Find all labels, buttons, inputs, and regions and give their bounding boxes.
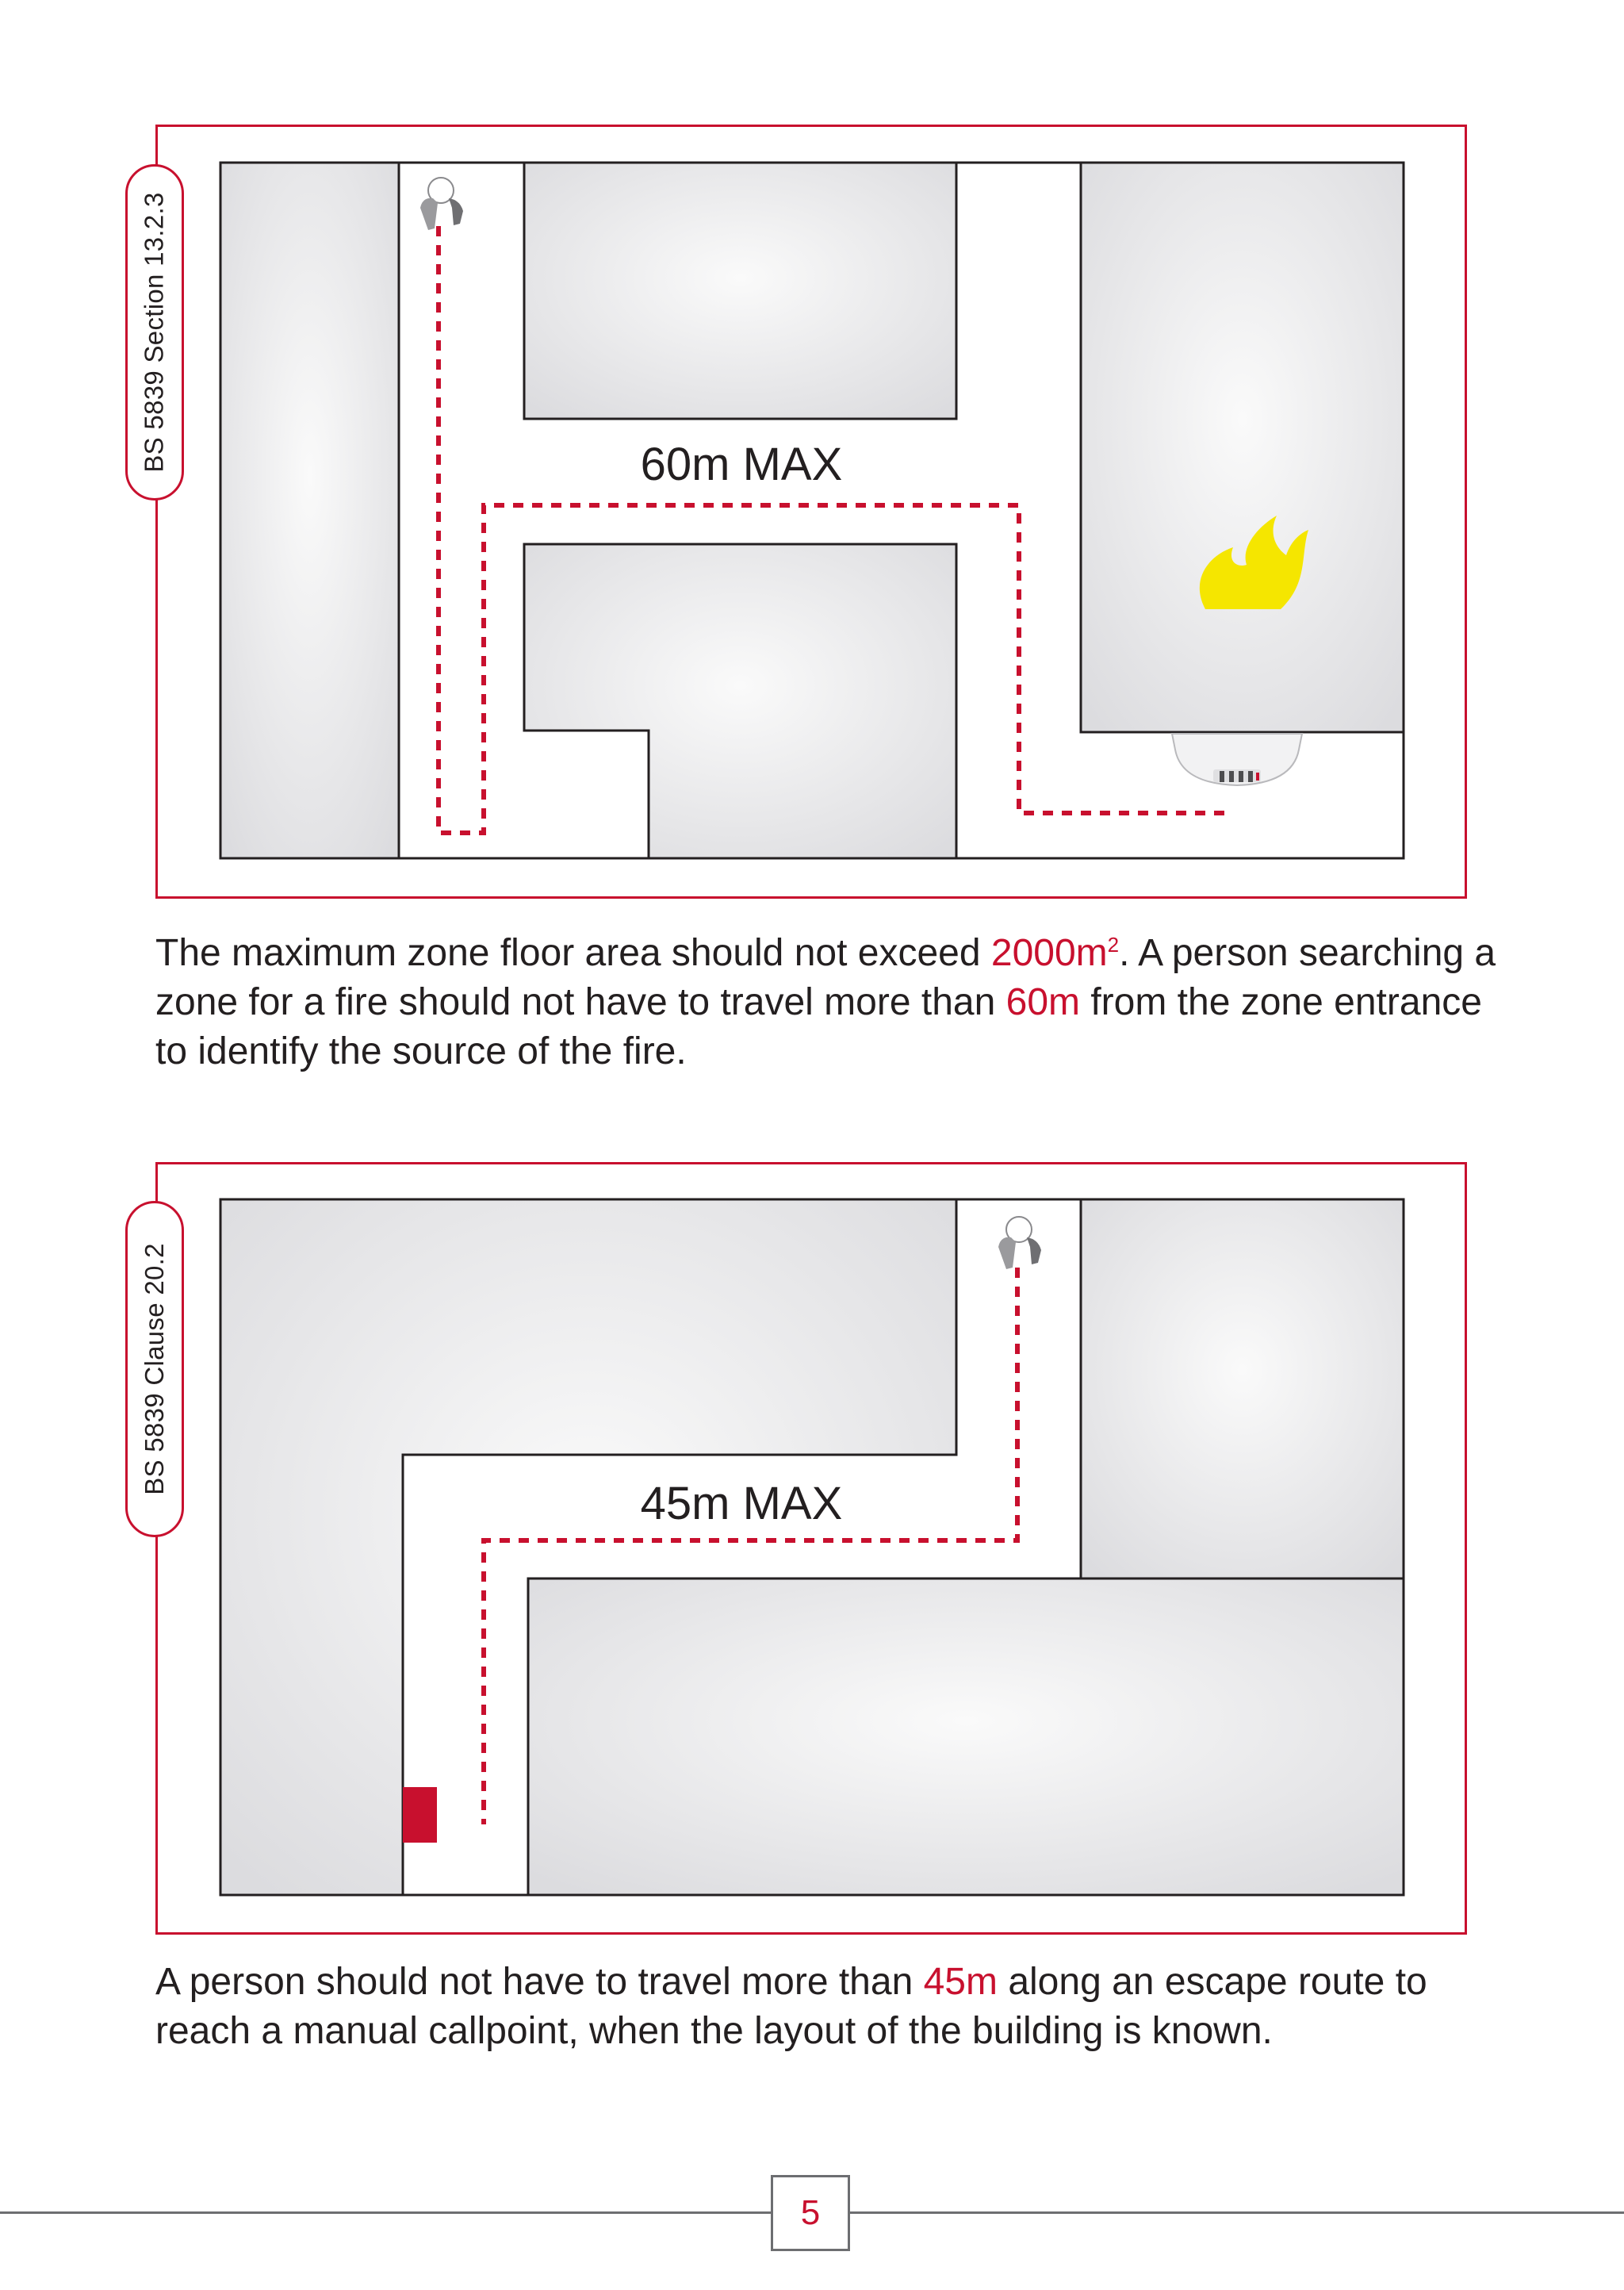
manual-callpoint-icon (403, 1787, 437, 1843)
room (219, 1198, 958, 1897)
text-segment: along an escape route to reach a manual … (155, 1961, 1427, 2052)
floor-plan-2: 45m MAX (219, 1198, 1405, 1897)
flame-icon (1199, 516, 1308, 609)
reference-label: BS 5839 Section 13.2.3 (140, 192, 170, 473)
travel-route (436, 226, 1233, 835)
person-icon (420, 177, 463, 230)
distance-label: 45m MAX (641, 1478, 843, 1529)
text-segment: A person should not have to travel more … (155, 1961, 924, 2003)
footer-rule (850, 2211, 1624, 2214)
reference-tab-1: BS 5839 Section 13.2.3 (125, 164, 184, 501)
room (1079, 161, 1405, 734)
footer-rule (0, 2211, 771, 2214)
description-paragraph-1: The maximum zone floor area should not e… (155, 920, 1503, 1076)
person-icon (998, 1216, 1041, 1269)
text-segment: . A person searching a zone for a fire s… (155, 932, 1496, 1023)
text-segment: The maximum zone floor area should not e… (155, 932, 991, 974)
distance-value: 60m (1005, 981, 1080, 1023)
distance-value: 45m (923, 1961, 998, 2003)
description-paragraph-2: A person should not have to travel more … (155, 1958, 1503, 2056)
room (523, 161, 958, 420)
text-segment: from the zone entrance to identify the s… (155, 981, 1482, 1072)
room (523, 543, 958, 860)
room (219, 161, 400, 860)
reference-label: BS 5839 Clause 20.2 (140, 1243, 169, 1495)
travel-route (481, 1268, 1020, 1824)
reference-tab-2: BS 5839 Clause 20.2 (125, 1201, 184, 1537)
area-value: 2000m2 (990, 932, 1120, 974)
smoke-detector-icon (1170, 733, 1304, 787)
page-number: 5 (771, 2175, 850, 2251)
diagram-frame-1 (155, 125, 1467, 899)
diagram-frame-2 (155, 1162, 1467, 1935)
room (527, 1577, 1405, 1897)
distance-label: 60m MAX (641, 439, 843, 490)
floor-plan-1: 60m MAX (219, 161, 1405, 860)
room (1079, 1198, 1405, 1580)
